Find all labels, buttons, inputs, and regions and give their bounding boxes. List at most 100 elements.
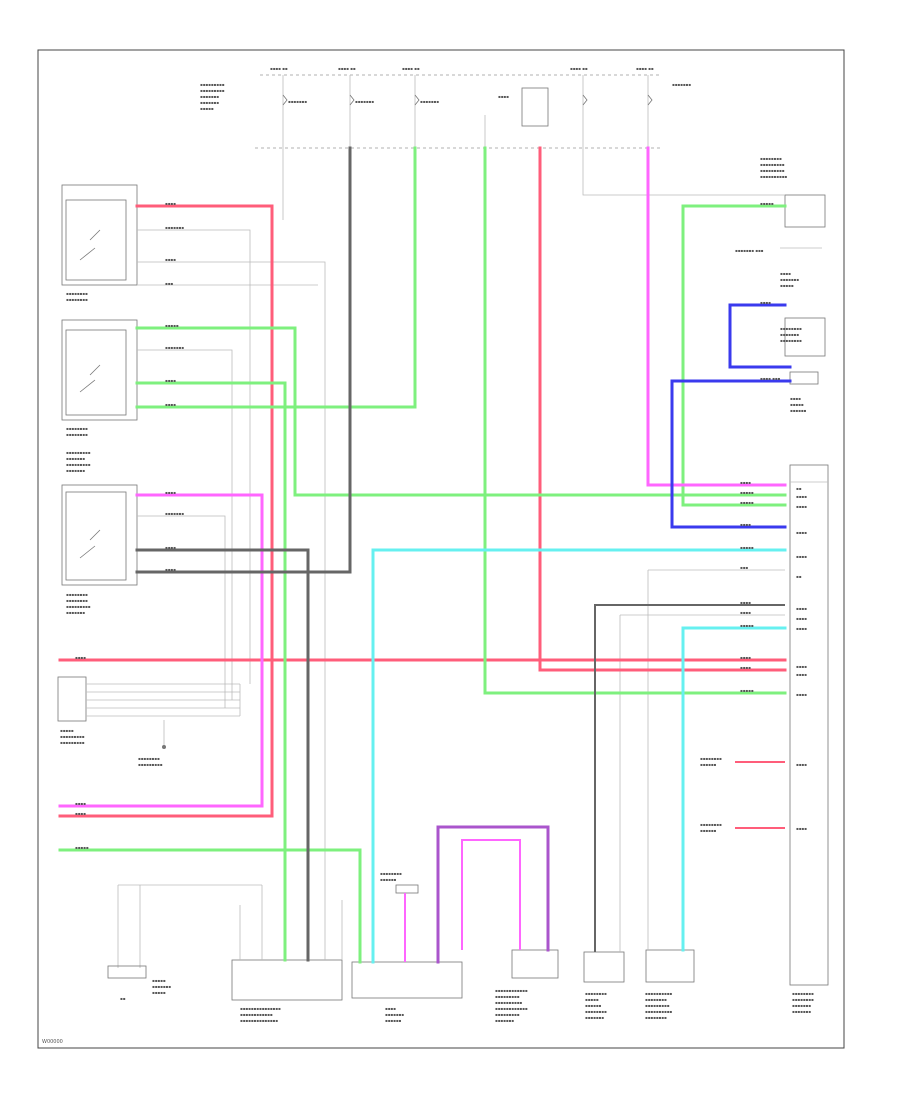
svg-text:▪▪▪▪ ▪▪▪: ▪▪▪▪ ▪▪▪	[760, 376, 781, 381]
svg-text:▪▪▪▪▪▪▪: ▪▪▪▪▪▪▪	[672, 82, 691, 87]
svg-text:▪▪▪▪▪▪▪▪: ▪▪▪▪▪▪▪▪	[645, 997, 667, 1002]
svg-text:▪▪▪▪▪▪▪▪▪▪: ▪▪▪▪▪▪▪▪▪▪	[495, 1000, 522, 1005]
svg-text:▪▪▪▪▪▪▪▪: ▪▪▪▪▪▪▪▪	[585, 991, 607, 996]
svg-text:▪▪▪▪▪▪▪: ▪▪▪▪▪▪▪	[66, 610, 85, 615]
svg-text:▪▪▪▪▪▪▪: ▪▪▪▪▪▪▪	[495, 1018, 514, 1023]
svg-text:▪▪▪▪: ▪▪▪▪	[165, 490, 176, 495]
wires-gray-thin	[137, 148, 785, 960]
fuse-block-top: ▪▪▪▪ ▪▪ ▪▪▪▪▪▪▪ ▪▪▪▪ ▪▪ ▪▪▪▪▪▪▪ ▪▪▪▪ ▪▪ …	[200, 66, 691, 149]
svg-text:▪▪▪▪: ▪▪▪▪	[796, 616, 807, 621]
svg-text:▪▪▪▪▪▪▪▪▪: ▪▪▪▪▪▪▪▪▪	[138, 762, 163, 767]
svg-text:▪▪▪▪▪▪▪▪▪: ▪▪▪▪▪▪▪▪▪	[200, 82, 225, 87]
svg-text:▪▪▪▪ ▪▪: ▪▪▪▪ ▪▪	[402, 66, 420, 71]
svg-text:▪▪▪▪: ▪▪▪▪	[796, 504, 807, 509]
svg-text:▪▪▪▪▪▪▪▪▪▪: ▪▪▪▪▪▪▪▪▪▪	[645, 1009, 672, 1014]
svg-text:▪▪▪▪▪▪▪▪: ▪▪▪▪▪▪▪▪	[66, 291, 88, 296]
svg-text:▪▪▪▪: ▪▪▪▪	[796, 672, 807, 677]
wire-green-3	[135, 381, 287, 962]
svg-text:▪▪▪▪▪▪: ▪▪▪▪▪▪	[585, 1003, 602, 1008]
svg-text:▪▪▪▪▪▪▪▪: ▪▪▪▪▪▪▪▪	[380, 871, 402, 876]
svg-text:▪▪▪▪▪: ▪▪▪▪▪	[760, 201, 774, 206]
svg-text:▪▪▪▪▪▪▪▪: ▪▪▪▪▪▪▪▪	[700, 756, 722, 761]
svg-text:▪▪▪▪: ▪▪▪▪	[740, 600, 751, 605]
svg-text:▪▪▪▪▪: ▪▪▪▪▪	[790, 402, 804, 407]
svg-text:▪▪▪▪▪▪: ▪▪▪▪▪▪	[385, 1018, 402, 1023]
wire-red-1	[58, 204, 274, 818]
wire-purple	[436, 825, 550, 964]
sensor-right: ▪▪▪▪ ▪▪▪▪▪▪▪ ▪▪▪▪▪ ▪▪▪▪▪▪▪▪ ▪▪▪▪▪▪▪ ▪▪▪▪…	[780, 271, 826, 413]
svg-text:▪▪▪▪▪: ▪▪▪▪▪	[740, 623, 754, 628]
svg-text:▪▪: ▪▪	[796, 574, 802, 579]
wire-gray-dark-1	[135, 548, 310, 962]
wire-magenta-2	[58, 493, 264, 808]
relay-3: ▪▪▪▪▪▪▪▪ ▪▪▪▪▪▪▪▪ ▪▪▪▪▪▪▪▪▪ ▪▪▪▪▪▪▪	[61, 484, 138, 615]
svg-text:▪▪▪▪▪▪▪: ▪▪▪▪▪▪▪	[792, 1003, 811, 1008]
svg-text:▪▪▪▪: ▪▪▪▪	[796, 826, 807, 831]
svg-text:▪▪▪▪▪▪▪: ▪▪▪▪▪▪▪	[792, 1009, 811, 1014]
svg-text:▪▪▪▪ ▪▪: ▪▪▪▪ ▪▪	[338, 66, 356, 71]
svg-text:▪▪▪▪: ▪▪▪▪	[385, 1006, 396, 1011]
svg-text:▪▪: ▪▪	[120, 996, 126, 1001]
svg-text:▪▪▪▪: ▪▪▪▪	[780, 271, 791, 276]
svg-text:▪▪▪▪: ▪▪▪▪	[165, 257, 176, 262]
svg-text:▪▪▪▪: ▪▪▪▪	[740, 655, 751, 660]
svg-text:▪▪▪▪▪▪▪▪: ▪▪▪▪▪▪▪▪	[780, 338, 802, 343]
svg-text:▪▪▪▪▪▪▪▪▪: ▪▪▪▪▪▪▪▪▪	[60, 740, 85, 745]
svg-text:▪▪▪▪▪▪▪: ▪▪▪▪▪▪▪	[200, 94, 219, 99]
svg-text:▪▪▪▪▪▪▪▪: ▪▪▪▪▪▪▪▪	[792, 997, 814, 1002]
svg-text:▪▪▪▪ ▪▪: ▪▪▪▪ ▪▪	[570, 66, 588, 71]
bottom-sensor-3: ▪▪▪▪▪▪▪▪▪▪ ▪▪▪▪▪▪▪▪ ▪▪▪▪▪▪▪▪▪ ▪▪▪▪▪▪▪▪▪▪…	[645, 949, 695, 1020]
svg-text:▪▪▪: ▪▪▪	[165, 281, 173, 286]
bottom-component-1: ▪▪▪▪▪ ▪▪▪▪▪▪▪ ▪▪▪▪▪ ▪▪	[107, 884, 262, 1001]
relay-1: ▪▪▪▪▪▪▪▪ ▪▪▪▪▪▪▪▪	[61, 184, 138, 302]
wire-blue-1	[728, 303, 792, 369]
svg-text:▪▪▪▪: ▪▪▪▪	[796, 762, 807, 767]
wire-green-1	[135, 146, 417, 409]
svg-text:▪▪▪▪▪: ▪▪▪▪▪	[152, 978, 166, 983]
svg-text:▪▪▪▪▪▪▪▪▪▪▪▪: ▪▪▪▪▪▪▪▪▪▪▪▪	[495, 1006, 528, 1011]
svg-text:▪▪▪▪▪▪: ▪▪▪▪▪▪	[790, 408, 807, 413]
wire-green-2	[135, 326, 787, 497]
svg-text:▪▪▪▪▪▪▪: ▪▪▪▪▪▪▪	[165, 225, 184, 230]
svg-text:▪▪▪▪▪▪▪: ▪▪▪▪▪▪▪	[200, 100, 219, 105]
svg-text:▪▪▪▪▪▪▪▪▪: ▪▪▪▪▪▪▪▪▪	[760, 162, 785, 167]
svg-text:▪▪▪▪▪: ▪▪▪▪▪	[75, 845, 89, 850]
svg-text:▪▪▪▪▪▪: ▪▪▪▪▪▪	[380, 877, 397, 882]
svg-text:▪▪▪▪▪▪▪: ▪▪▪▪▪▪▪	[385, 1012, 404, 1017]
svg-text:▪▪▪▪: ▪▪▪▪	[796, 692, 807, 697]
wire-cyan-2	[681, 626, 787, 952]
svg-text:▪▪▪▪▪▪▪: ▪▪▪▪▪▪▪	[152, 984, 171, 989]
svg-text:▪▪▪▪▪: ▪▪▪▪▪	[740, 688, 754, 693]
diagram-frame	[37, 49, 845, 1049]
wire-green-5	[681, 204, 787, 507]
svg-text:▪▪▪▪▪▪: ▪▪▪▪▪▪	[700, 828, 717, 833]
svg-text:▪▪▪▪: ▪▪▪▪	[796, 606, 807, 611]
relay-2: ▪▪▪▪▪▪▪▪ ▪▪▪▪▪▪▪▪ ▪▪▪▪▪▪▪▪▪ ▪▪▪▪▪▪▪ ▪▪▪▪…	[61, 319, 138, 473]
svg-text:▪▪▪▪▪▪▪▪: ▪▪▪▪▪▪▪▪	[66, 598, 88, 603]
wire-blue-2	[670, 379, 792, 529]
relay-top: ▪▪▪▪	[484, 87, 549, 148]
svg-text:▪▪▪▪▪▪▪: ▪▪▪▪▪▪▪	[780, 332, 799, 337]
svg-text:▪▪▪▪▪: ▪▪▪▪▪	[740, 500, 754, 505]
svg-text:▪▪▪▪: ▪▪▪▪	[165, 567, 176, 572]
fuse-2: ▪▪▪▪ ▪▪ ▪▪▪▪▪▪▪	[338, 66, 374, 148]
svg-text:▪▪▪▪▪▪▪: ▪▪▪▪▪▪▪	[585, 1015, 604, 1020]
svg-text:▪▪▪▪▪: ▪▪▪▪▪	[740, 490, 754, 495]
svg-text:▪▪▪▪: ▪▪▪▪	[75, 655, 86, 660]
svg-text:▪▪▪▪▪: ▪▪▪▪▪	[740, 545, 754, 550]
svg-text:▪▪▪▪▪▪▪▪▪: ▪▪▪▪▪▪▪▪▪	[66, 450, 91, 455]
wire-cyan-1	[371, 548, 787, 964]
svg-text:▪▪▪▪▪▪▪: ▪▪▪▪▪▪▪	[420, 99, 439, 104]
svg-text:▪▪▪▪: ▪▪▪▪	[165, 201, 176, 206]
fuse-5: ▪▪▪▪ ▪▪	[636, 66, 654, 148]
svg-text:▪▪▪▪▪▪▪▪▪: ▪▪▪▪▪▪▪▪▪	[66, 604, 91, 609]
svg-text:▪▪▪▪▪▪▪▪▪▪: ▪▪▪▪▪▪▪▪▪▪	[760, 174, 787, 179]
wire-red-3	[538, 146, 787, 672]
svg-text:▪▪: ▪▪	[796, 486, 802, 491]
bottom-sensor-2: ▪▪▪▪▪▪▪▪ ▪▪▪▪▪ ▪▪▪▪▪▪ ▪▪▪▪▪▪▪▪ ▪▪▪▪▪▪▪	[583, 951, 625, 1020]
svg-text:▪▪▪▪▪▪▪▪▪▪▪▪: ▪▪▪▪▪▪▪▪▪▪▪▪	[495, 988, 528, 993]
svg-text:▪▪▪▪▪▪▪▪: ▪▪▪▪▪▪▪▪	[66, 592, 88, 597]
wire-gray-dark-2	[135, 146, 352, 574]
svg-text:▪▪▪▪: ▪▪▪▪	[165, 545, 176, 550]
fuse-4: ▪▪▪▪ ▪▪	[570, 66, 588, 148]
